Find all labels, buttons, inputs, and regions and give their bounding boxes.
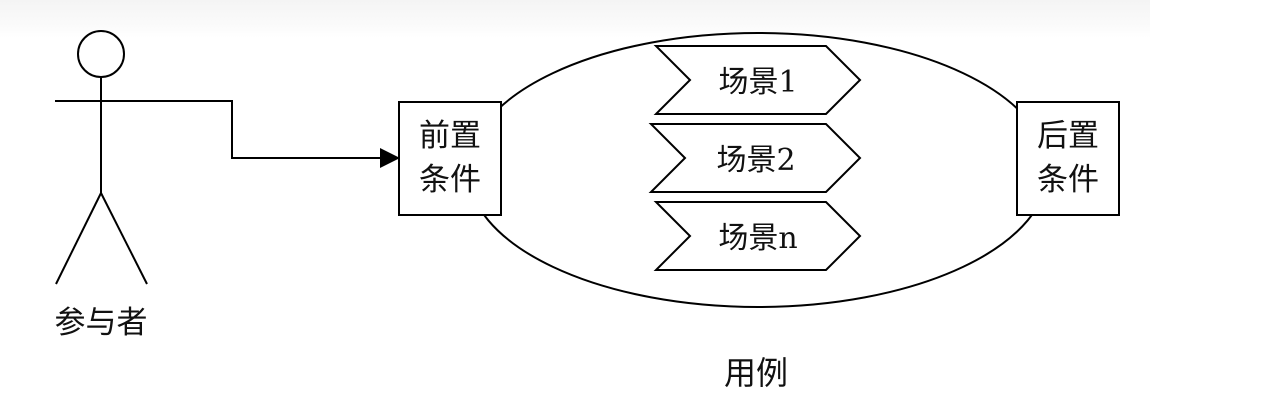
postcondition-rect — [1016, 101, 1120, 216]
precondition-box: 前置 条件 — [398, 101, 502, 216]
actor-figure — [55, 30, 148, 285]
scenario-1-label: 场景1 — [718, 65, 797, 100]
actor-label: 参与者 — [55, 305, 148, 341]
actor-to-precondition-arrow — [148, 100, 400, 168]
scenario-1-chevron — [653, 45, 862, 115]
scenario-n-chevron — [653, 201, 862, 271]
precondition-label-line1: 前置 — [419, 118, 481, 154]
precondition-rect — [398, 101, 502, 216]
scenario-2: 场景2 — [648, 123, 862, 193]
use-case-label: 用例 — [724, 354, 788, 392]
actor-head — [77, 30, 125, 78]
scenario-1: 场景1 — [653, 45, 862, 115]
top-shade — [0, 0, 1150, 38]
scenario-2-label: 场景2 — [716, 143, 795, 178]
scenario-2-chevron — [648, 123, 862, 193]
actor-left-leg — [55, 192, 102, 285]
scenario-n-label: 场景n — [718, 221, 797, 256]
postcondition-box: 后置 条件 — [1016, 101, 1120, 216]
scenario-n: 场景n — [653, 201, 862, 271]
actor-right-leg — [100, 192, 148, 285]
postcondition-label-line2: 条件 — [1037, 162, 1099, 198]
postcondition-label-line1: 后置 — [1037, 118, 1099, 154]
precondition-label-line2: 条件 — [419, 162, 481, 198]
